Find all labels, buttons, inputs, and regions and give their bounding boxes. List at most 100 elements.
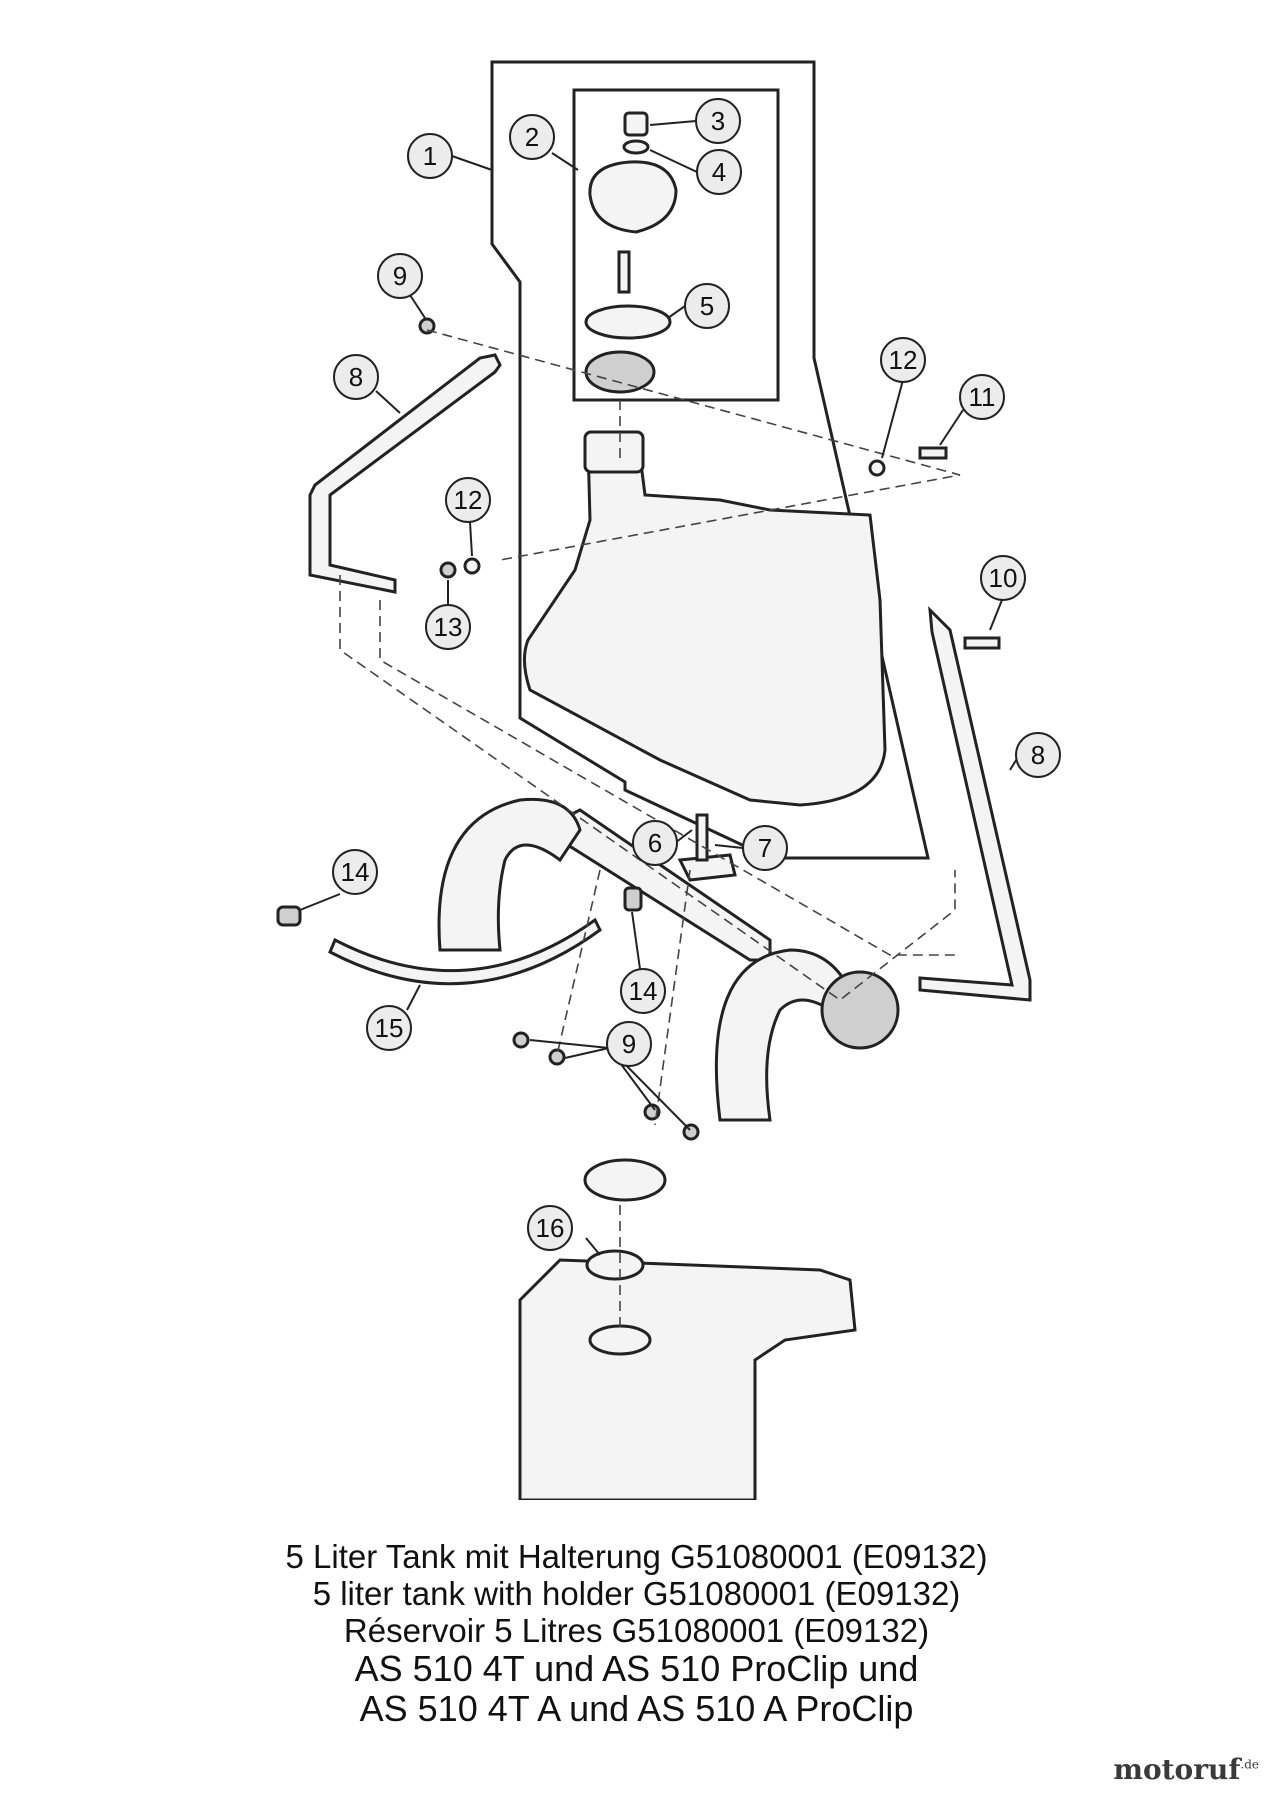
- svg-text:9: 9: [622, 1029, 636, 1059]
- fuel-valve-part: [677, 853, 737, 882]
- callout-2: 2: [509, 114, 555, 160]
- assembly-line-b: [339, 575, 956, 1001]
- callout-14b: 14: [620, 968, 666, 1014]
- leader-11: [939, 409, 964, 446]
- right-bracket-part: [918, 606, 1032, 1002]
- screw-cap-part: [623, 111, 649, 137]
- callout-5: 5: [684, 283, 730, 329]
- callout-13: 13: [425, 604, 471, 650]
- leader-9b: [529, 1039, 691, 1131]
- svg-text:12: 12: [889, 345, 918, 375]
- leader-8a: [375, 390, 401, 414]
- svg-text:6: 6: [648, 828, 662, 858]
- lower-tank-neck: [588, 1324, 652, 1356]
- cap-detail-box: [572, 88, 780, 402]
- callout-9a: 9: [377, 253, 423, 299]
- brand-logo: motoruf.de: [1113, 1753, 1259, 1786]
- washer-part: [622, 139, 650, 155]
- valve-stem-part: [695, 813, 709, 862]
- caption-line-models-2: AS 510 4T A und AS 510 A ProClip: [359, 1688, 914, 1729]
- leader-7: [714, 844, 744, 849]
- svg-text:10: 10: [989, 563, 1018, 593]
- svg-text:1: 1: [423, 141, 437, 171]
- callout-14a: 14: [332, 849, 378, 895]
- assembly-line-c: [379, 600, 955, 956]
- gear-part: [820, 970, 900, 1050]
- nut-part-c: [512, 1031, 530, 1049]
- svg-text:7: 7: [758, 833, 772, 863]
- washer-part-12b: [463, 557, 481, 575]
- caption-line-models-1: AS 510 4T und AS 510 ProClip und: [354, 1648, 919, 1689]
- clamp-part-mid: [623, 886, 643, 912]
- callout-16: 16: [527, 1205, 573, 1251]
- exploded-parts-diagram: 1 2 3 4 5 6 7 8 8 9 9 10 11 12 12 13 14 …: [276, 60, 1061, 1500]
- nut-part-b: [439, 561, 457, 579]
- callout-11: 11: [959, 374, 1005, 420]
- assembly-line-f: [654, 869, 691, 1126]
- tank-neck-part: [583, 430, 645, 474]
- leader-2: [551, 152, 579, 171]
- svg-text:5: 5: [700, 291, 714, 321]
- svg-text:14: 14: [629, 976, 658, 1006]
- leader-5: [667, 305, 686, 319]
- leader-12a: [881, 379, 904, 459]
- diagram-caption: 5 Liter Tank mit Halterung G51080001 (E0…: [0, 1538, 1273, 1729]
- hose-part: [328, 917, 602, 986]
- brand-name: motoruf: [1113, 1753, 1241, 1786]
- tank-cap-part: [588, 160, 678, 234]
- callout-15: 15: [366, 1005, 412, 1051]
- lower-gasket-part: [585, 1249, 645, 1281]
- callout-9b: 9: [606, 1021, 652, 1067]
- clamp-part-left: [276, 905, 302, 927]
- nut-part-d: [548, 1048, 566, 1066]
- washer-part-12a: [868, 459, 886, 477]
- gasket-part: [584, 304, 672, 340]
- callout-3: 3: [695, 98, 741, 144]
- caption-line-en: 5 liter tank with holder G51080001 (E091…: [312, 1575, 961, 1612]
- callout-7: 7: [742, 825, 788, 871]
- leader-14a: [299, 893, 341, 911]
- callout-1: 1: [407, 133, 453, 179]
- svg-text:11: 11: [969, 382, 996, 412]
- lower-tank-part: [518, 1258, 857, 1500]
- callout-12b: 12: [445, 477, 491, 523]
- caption-line-de: 5 Liter Tank mit Halterung G51080001 (E0…: [285, 1538, 988, 1575]
- svg-text:4: 4: [712, 157, 726, 187]
- fuel-tank-part: [523, 438, 887, 807]
- leader-9a: [409, 294, 426, 319]
- caption-line-fr: Réservoir 5 Litres G51080001 (E09132): [343, 1612, 930, 1649]
- svg-text:14: 14: [341, 857, 370, 887]
- callout-8b: 8: [1015, 732, 1061, 778]
- leader-14b: [631, 911, 641, 970]
- left-pipe-part: [437, 797, 582, 952]
- bolt-part-10: [963, 636, 1001, 650]
- brand-suffix: .de: [1240, 1757, 1259, 1772]
- leader-3: [649, 120, 697, 126]
- svg-text:8: 8: [349, 362, 363, 392]
- bolt-part-11: [918, 446, 948, 460]
- callout-4: 4: [696, 149, 742, 195]
- leader-10: [989, 599, 1003, 631]
- svg-text:13: 13: [434, 612, 463, 642]
- assembly-outline: [490, 60, 930, 860]
- svg-text:15: 15: [375, 1013, 404, 1043]
- callout-8a: 8: [333, 354, 379, 400]
- assembly-line-a: [426, 329, 961, 561]
- assembly-line-g: [556, 869, 601, 1056]
- leader-15: [406, 984, 421, 1011]
- callout-10: 10: [980, 555, 1026, 601]
- svg-text:12: 12: [454, 485, 483, 515]
- leader-1: [451, 155, 493, 171]
- left-bracket-part: [308, 353, 502, 594]
- leader-4: [649, 149, 698, 173]
- callout-6: 6: [632, 820, 678, 866]
- svg-text:9: 9: [393, 261, 407, 291]
- strainer-part: [584, 350, 656, 394]
- svg-text:3: 3: [711, 106, 725, 136]
- bolt-part: [617, 250, 631, 294]
- svg-text:2: 2: [525, 122, 539, 152]
- callout-12a: 12: [880, 337, 926, 383]
- lower-cap-part: [583, 1158, 667, 1202]
- nut-part-a: [418, 317, 436, 335]
- svg-text:16: 16: [536, 1213, 565, 1243]
